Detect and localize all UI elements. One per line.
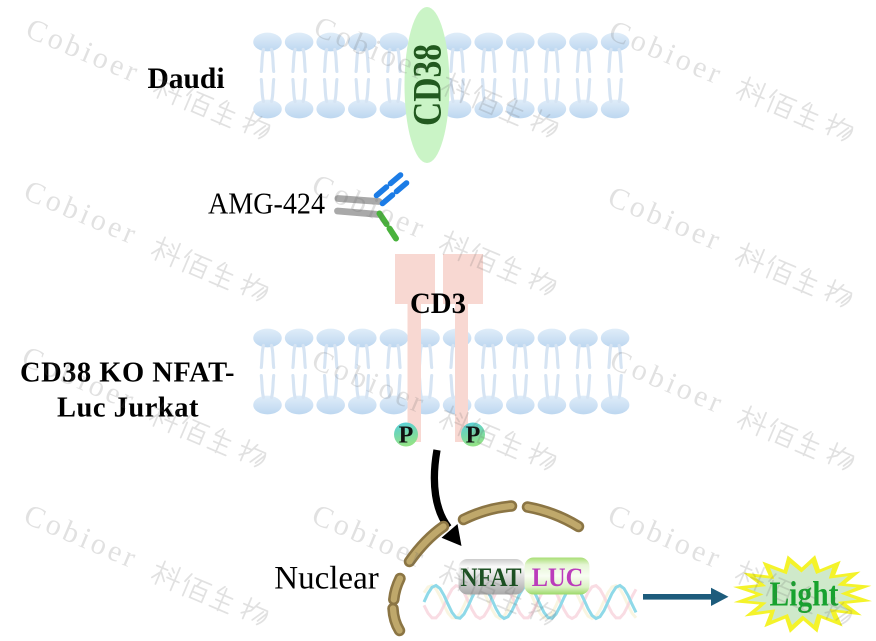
svg-text:LUC: LUC bbox=[532, 563, 584, 592]
svg-text:CD3: CD3 bbox=[410, 287, 466, 320]
svg-text:AMG-424: AMG-424 bbox=[208, 186, 325, 221]
svg-text:Nuclear: Nuclear bbox=[274, 561, 378, 597]
svg-text:P: P bbox=[399, 423, 414, 449]
